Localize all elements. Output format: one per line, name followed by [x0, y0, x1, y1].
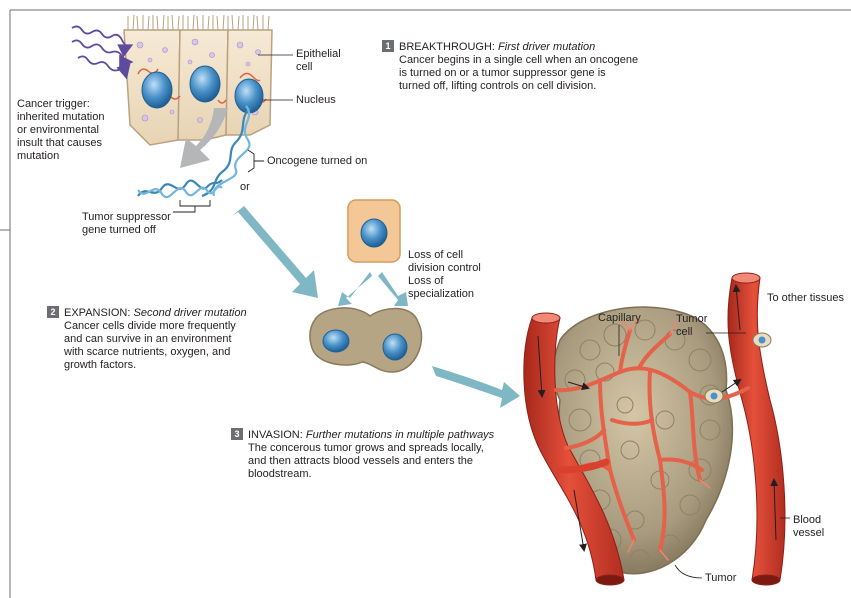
tumor-suppressor-label: Tumor suppressor gene turned off — [82, 211, 171, 237]
step-3-title: 3 INVASION: Further mutations in multiple… — [231, 428, 494, 442]
step-2-name: EXPANSION: — [64, 307, 130, 319]
step-3-number: 3 — [231, 428, 243, 440]
step-2-title: 2 EXPANSION: Second driver mutation — [47, 306, 247, 320]
step-2-subtitle: Second driver mutation — [134, 307, 247, 319]
tumor-cell-label: Tumor cell — [676, 313, 707, 339]
tumor-invasion-illustration — [524, 273, 790, 585]
blood-vessel-label: Blood vessel — [793, 514, 824, 540]
step-3-subtitle: Further mutations in multiple pathways — [306, 429, 494, 441]
dna-helix-tumor-suppressor — [138, 180, 222, 197]
dividing-cancer-cells — [310, 308, 422, 372]
tumor-label: Tumor — [705, 572, 736, 585]
tumor-mass — [553, 307, 732, 574]
step-3-text: The concerous tumor grows and spreads lo… — [248, 442, 494, 481]
step-2-block: 2 EXPANSION: Second driver mutation Cance… — [47, 306, 247, 372]
oncogene-label: Oncogene turned on — [267, 155, 367, 168]
step-1-block: 1 BREAKTHROUGH: First driver mutation Can… — [382, 40, 638, 93]
step-1-name: BREAKTHROUGH: — [399, 41, 495, 53]
step-1-text: Cancer begins in a single cell when an o… — [399, 54, 638, 93]
nucleus-label: Nucleus — [296, 94, 336, 107]
step-1-number: 1 — [382, 40, 394, 52]
loss-of-control-label: Loss of cell division control Loss of sp… — [408, 249, 481, 301]
capillary-label: Capillary — [598, 312, 641, 325]
step-3-name: INVASION: — [248, 429, 303, 441]
step-3-block: 3 INVASION: Further mutations in multiple… — [231, 428, 494, 481]
epithelial-cell-label: Epithelial cell — [296, 48, 341, 74]
step-2-number: 2 — [47, 306, 59, 318]
step-2-text: Cancer cells divide more frequently and … — [64, 320, 247, 372]
or-label: or — [240, 181, 250, 194]
single-mutated-cell — [348, 200, 400, 262]
step-1-title: 1 BREAKTHROUGH: First driver mutation — [382, 40, 638, 54]
cancer-trigger-label: Cancer trigger: inherited mutation or en… — [17, 98, 104, 163]
to-other-tissues-label: To other tissues — [767, 292, 844, 305]
blood-vessel-right — [728, 278, 785, 580]
step-1-subtitle: First driver mutation — [498, 41, 595, 53]
epithelial-cells-illustration — [124, 15, 293, 145]
cancer-trigger-arrows — [72, 26, 130, 76]
